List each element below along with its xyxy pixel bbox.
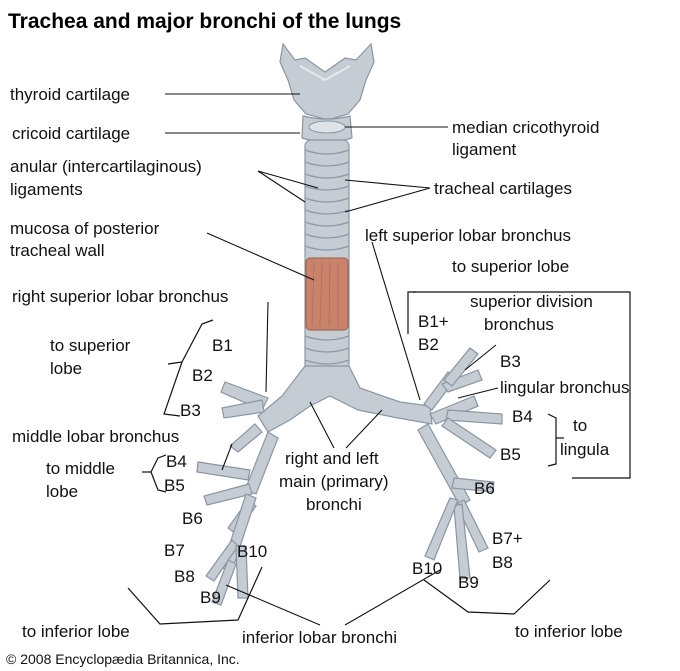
label-to-middle-lobe-1: to middle	[46, 459, 115, 478]
main-bronchi-shape	[257, 365, 433, 433]
anatomy	[196, 42, 503, 606]
seg-b78-left-2: B8	[492, 553, 513, 572]
trachea-shape	[304, 139, 350, 371]
seg-b1b2-left-1: B1+	[418, 312, 449, 331]
label-to-lingula-2: lingula	[560, 440, 610, 459]
mucosa-patch	[305, 257, 349, 331]
seg-b78-left-1: B7+	[492, 529, 523, 548]
right-bronchial-tree	[196, 381, 279, 606]
seg-b4-right: B4	[166, 452, 187, 471]
label-to-lingula-1: to	[573, 416, 587, 435]
seg-b2-right: B2	[192, 366, 213, 385]
label-median-cricothyroid-2: ligament	[452, 140, 517, 159]
seg-b8-right: B8	[174, 567, 195, 586]
seg-b1b2-left-2: B2	[418, 335, 439, 354]
copyright-notice: © 2008 Encyclopædia Britannica, Inc.	[6, 651, 240, 667]
seg-b5-right: B5	[164, 476, 185, 495]
label-lingular-bronchus: lingular bronchus	[500, 378, 629, 397]
label-to-middle-lobe-2: lobe	[46, 482, 78, 501]
label-superior-division-1: superior division	[470, 292, 593, 311]
label-tracheal-cartilages: tracheal cartilages	[434, 179, 572, 198]
seg-b9-left: B9	[458, 573, 479, 592]
seg-b3-right: B3	[180, 401, 201, 420]
seg-b10-left: B10	[412, 559, 442, 578]
labels: thyroid cartilage cricoid cartilage medi…	[10, 85, 629, 647]
seg-b6-right: B6	[182, 509, 203, 528]
label-to-superior-lobe-right: to superior lobe	[452, 257, 569, 276]
seg-b4-left: B4	[512, 407, 533, 426]
seg-b9-right: B9	[200, 588, 221, 607]
left-bronchial-tree	[417, 347, 503, 580]
label-to-inferior-lobe-right: to inferior lobe	[515, 622, 623, 641]
page-title: Trachea and major bronchi of the lungs	[8, 10, 401, 33]
label-cricoid-cartilage: cricoid cartilage	[12, 124, 130, 143]
label-to-superior-lobe-left-1: to superior	[50, 336, 131, 355]
label-to-inferior-lobe-left: to inferior lobe	[22, 622, 130, 641]
seg-b7-right: B7	[164, 541, 185, 560]
leader-lines	[165, 93, 499, 626]
label-superior-division-2: bronchus	[484, 315, 554, 334]
label-inferior-lobar: inferior lobar bronchi	[242, 628, 397, 647]
segment-labels: B1 B2 B3 B4 B5 B6 B7 B8 B9 B10 B1+ B2 B3…	[164, 312, 533, 607]
label-left-superior-lobar: left superior lobar bronchus	[365, 226, 571, 245]
tracheal-rings	[304, 149, 350, 365]
label-main-bronchi-2: main (primary)	[279, 472, 389, 491]
seg-b6-left: B6	[474, 479, 495, 498]
label-anular-1: anular (intercartilaginous)	[10, 157, 202, 176]
seg-b10-right: B10	[237, 542, 267, 561]
label-mucosa-2: tracheal wall	[10, 241, 105, 260]
seg-b3-left: B3	[500, 352, 521, 371]
label-median-cricothyroid-1: median cricothyroid	[452, 118, 599, 137]
label-to-superior-lobe-left-2: lobe	[50, 359, 82, 378]
label-main-bronchi-3: bronchi	[306, 495, 362, 514]
label-mucosa-1: mucosa of posterior	[10, 219, 160, 238]
label-thyroid-cartilage: thyroid cartilage	[10, 85, 130, 104]
seg-b1-right: B1	[212, 336, 233, 355]
label-right-superior-lobar: right superior lobar bronchus	[12, 287, 228, 306]
brackets	[127, 291, 631, 625]
label-middle-lobar: middle lobar bronchus	[12, 427, 179, 446]
label-anular-2: ligaments	[10, 180, 83, 199]
label-main-bronchi-1: right and left	[285, 449, 379, 468]
seg-b5-left: B5	[500, 445, 521, 464]
thyroid-cartilage-shape	[279, 42, 375, 121]
